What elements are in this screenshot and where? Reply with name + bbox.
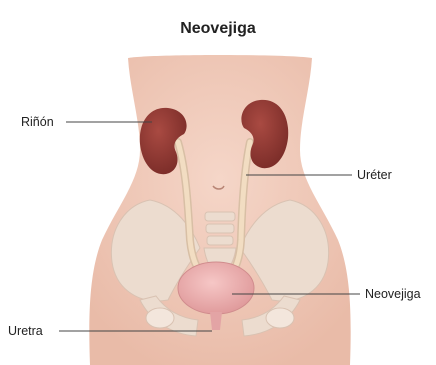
neobladder-label: Neovejiga (365, 287, 421, 301)
kidney-label: Riñón (21, 115, 54, 129)
neobladder-shape (178, 262, 254, 314)
urethra-shape (210, 312, 222, 330)
urethra-label: Uretra (8, 324, 43, 338)
ureter-label: Uréter (357, 168, 392, 182)
